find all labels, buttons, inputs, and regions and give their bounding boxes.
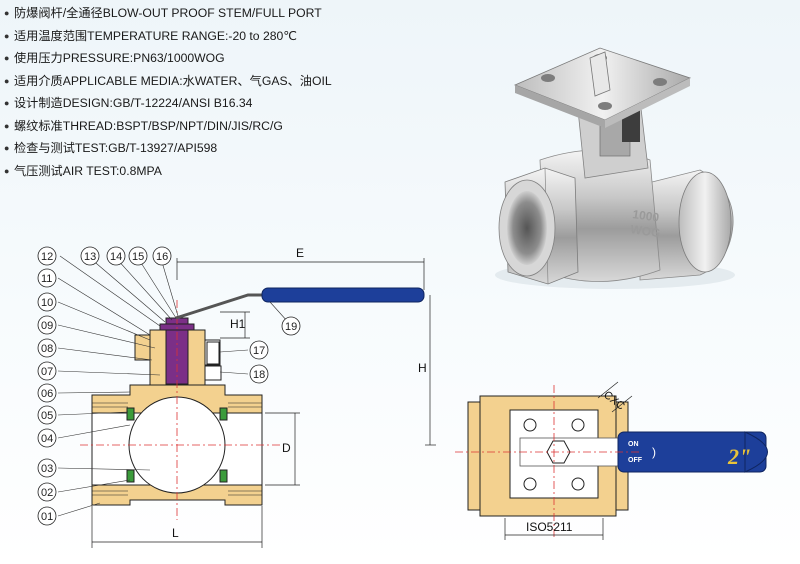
callout-14: 14 xyxy=(106,246,126,266)
spec-item: ● 使用压力PRESSURE:PN63/1000WOG xyxy=(4,47,332,70)
dimension-e-label: E xyxy=(296,246,304,260)
callout-09: 09 xyxy=(37,315,57,335)
rotation-arrow-icon: ) xyxy=(652,445,656,459)
svg-text:08: 08 xyxy=(41,343,53,355)
svg-text:04: 04 xyxy=(41,433,53,445)
off-label: OFF xyxy=(628,457,643,464)
svg-text:16: 16 xyxy=(156,251,168,263)
size-label: 2" xyxy=(727,444,751,469)
section-drawing xyxy=(80,287,425,520)
bullet-icon: ● xyxy=(4,8,10,18)
callout-19: 19 xyxy=(281,316,301,336)
photo-marking-wog: WOG xyxy=(630,222,662,240)
bullet-icon: ● xyxy=(4,120,10,131)
svg-text:09: 09 xyxy=(41,320,53,332)
svg-text:10: 10 xyxy=(41,297,53,309)
callout-02: 02 xyxy=(37,482,57,502)
bullet-icon: ● xyxy=(4,98,10,108)
callout-16: 16 xyxy=(152,246,172,266)
callout-17: 17 xyxy=(249,340,269,360)
svg-text:01: 01 xyxy=(41,511,53,523)
svg-text:06: 06 xyxy=(41,388,53,400)
top-view-drawing xyxy=(455,385,768,540)
svg-text:19: 19 xyxy=(285,321,297,333)
callout-08: 08 xyxy=(37,338,57,358)
dimension-lines-top xyxy=(504,381,633,540)
svg-text:12: 12 xyxy=(41,251,53,263)
bullet-icon: ● xyxy=(4,30,10,41)
spec-item: ● 防爆阀杆/全通径BLOW-OUT PROOF STEM/FULL PORT xyxy=(4,2,332,25)
spec-item: ● 气压测试AIR TEST:0.8MPA xyxy=(4,160,332,183)
callout-06: 06 xyxy=(37,383,57,403)
spec-text: 螺纹标准THREAD:BSPT/BSP/NPT/DIN/JIS/RC/G xyxy=(14,118,283,133)
spec-text: 气压测试AIR TEST:0.8MPA xyxy=(14,163,162,178)
dimension-l-label: L xyxy=(172,526,179,540)
spec-text: 适用温度范围TEMPERATURE RANGE:-20 to 280℃ xyxy=(14,28,297,43)
spec-text: 检查与测试TEST:GB/T-13927/API598 xyxy=(14,141,218,155)
svg-text:18: 18 xyxy=(253,369,265,381)
bullet-icon: ● xyxy=(4,165,10,176)
spec-text: 使用压力PRESSURE:PN63/1000WOG xyxy=(14,51,225,65)
valve-photo: 1000 WOG xyxy=(495,47,735,289)
callout-12: 12 xyxy=(37,246,57,266)
svg-text:13: 13 xyxy=(84,251,96,263)
photo-marking-1000: 1000 xyxy=(632,207,661,225)
svg-text:17: 17 xyxy=(253,345,265,357)
callout-03: 03 xyxy=(37,458,57,478)
callout-13: 13 xyxy=(80,246,100,266)
dimension-h1-label: H1 xyxy=(230,317,246,331)
dimension-h-label: H xyxy=(418,361,427,375)
bullet-icon: ● xyxy=(4,75,10,86)
svg-text:07: 07 xyxy=(41,366,53,378)
callout-07: 07 xyxy=(37,361,57,381)
spec-item: ● 适用温度范围TEMPERATURE RANGE:-20 to 280℃ xyxy=(4,25,332,48)
dimension-lines-front xyxy=(91,258,436,548)
spec-text: 适用介质APPLICABLE MEDIA:水WATER、气GAS、油OIL xyxy=(14,73,332,88)
iso5211-label: ISO5211 xyxy=(526,520,573,534)
svg-text:03: 03 xyxy=(41,463,53,475)
on-label: ON xyxy=(628,441,639,448)
bullet-icon: ● xyxy=(4,53,10,63)
callout-group: 12 13 14 15 16 11 10 09 08 07 06 05 04 0… xyxy=(37,246,301,526)
dimension-d-label: D xyxy=(282,441,291,455)
svg-text:05: 05 xyxy=(41,410,53,422)
spec-text: 防爆阀杆/全通径BLOW-OUT PROOF STEM/FULL PORT xyxy=(14,6,322,20)
callout-leaders xyxy=(57,255,289,517)
svg-text:14: 14 xyxy=(110,251,122,263)
svg-text:02: 02 xyxy=(41,487,53,499)
callout-01: 01 xyxy=(37,506,57,526)
callout-11: 11 xyxy=(37,268,57,288)
spec-item: ● 螺纹标准THREAD:BSPT/BSP/NPT/DIN/JIS/RC/G xyxy=(4,115,332,138)
callout-18: 18 xyxy=(249,364,269,384)
spec-item: ● 检查与测试TEST:GB/T-13927/API598 xyxy=(4,137,332,160)
callout-10: 10 xyxy=(37,292,57,312)
callout-05: 05 xyxy=(37,405,57,425)
svg-text:15: 15 xyxy=(132,251,144,263)
spec-list: ● 防爆阀杆/全通径BLOW-OUT PROOF STEM/FULL PORT ●… xyxy=(4,2,332,182)
callout-15: 15 xyxy=(128,246,148,266)
svg-text:11: 11 xyxy=(41,273,52,285)
spec-item: ● 设计制造DESIGN:GB/T-12224/ANSI B16.34 xyxy=(4,92,332,115)
bullet-icon: ● xyxy=(4,143,10,153)
spec-item: ● 适用介质APPLICABLE MEDIA:水WATER、气GAS、油OIL xyxy=(4,70,332,93)
spec-text: 设计制造DESIGN:GB/T-12224/ANSI B16.34 xyxy=(14,96,253,110)
callout-04: 04 xyxy=(37,428,57,448)
